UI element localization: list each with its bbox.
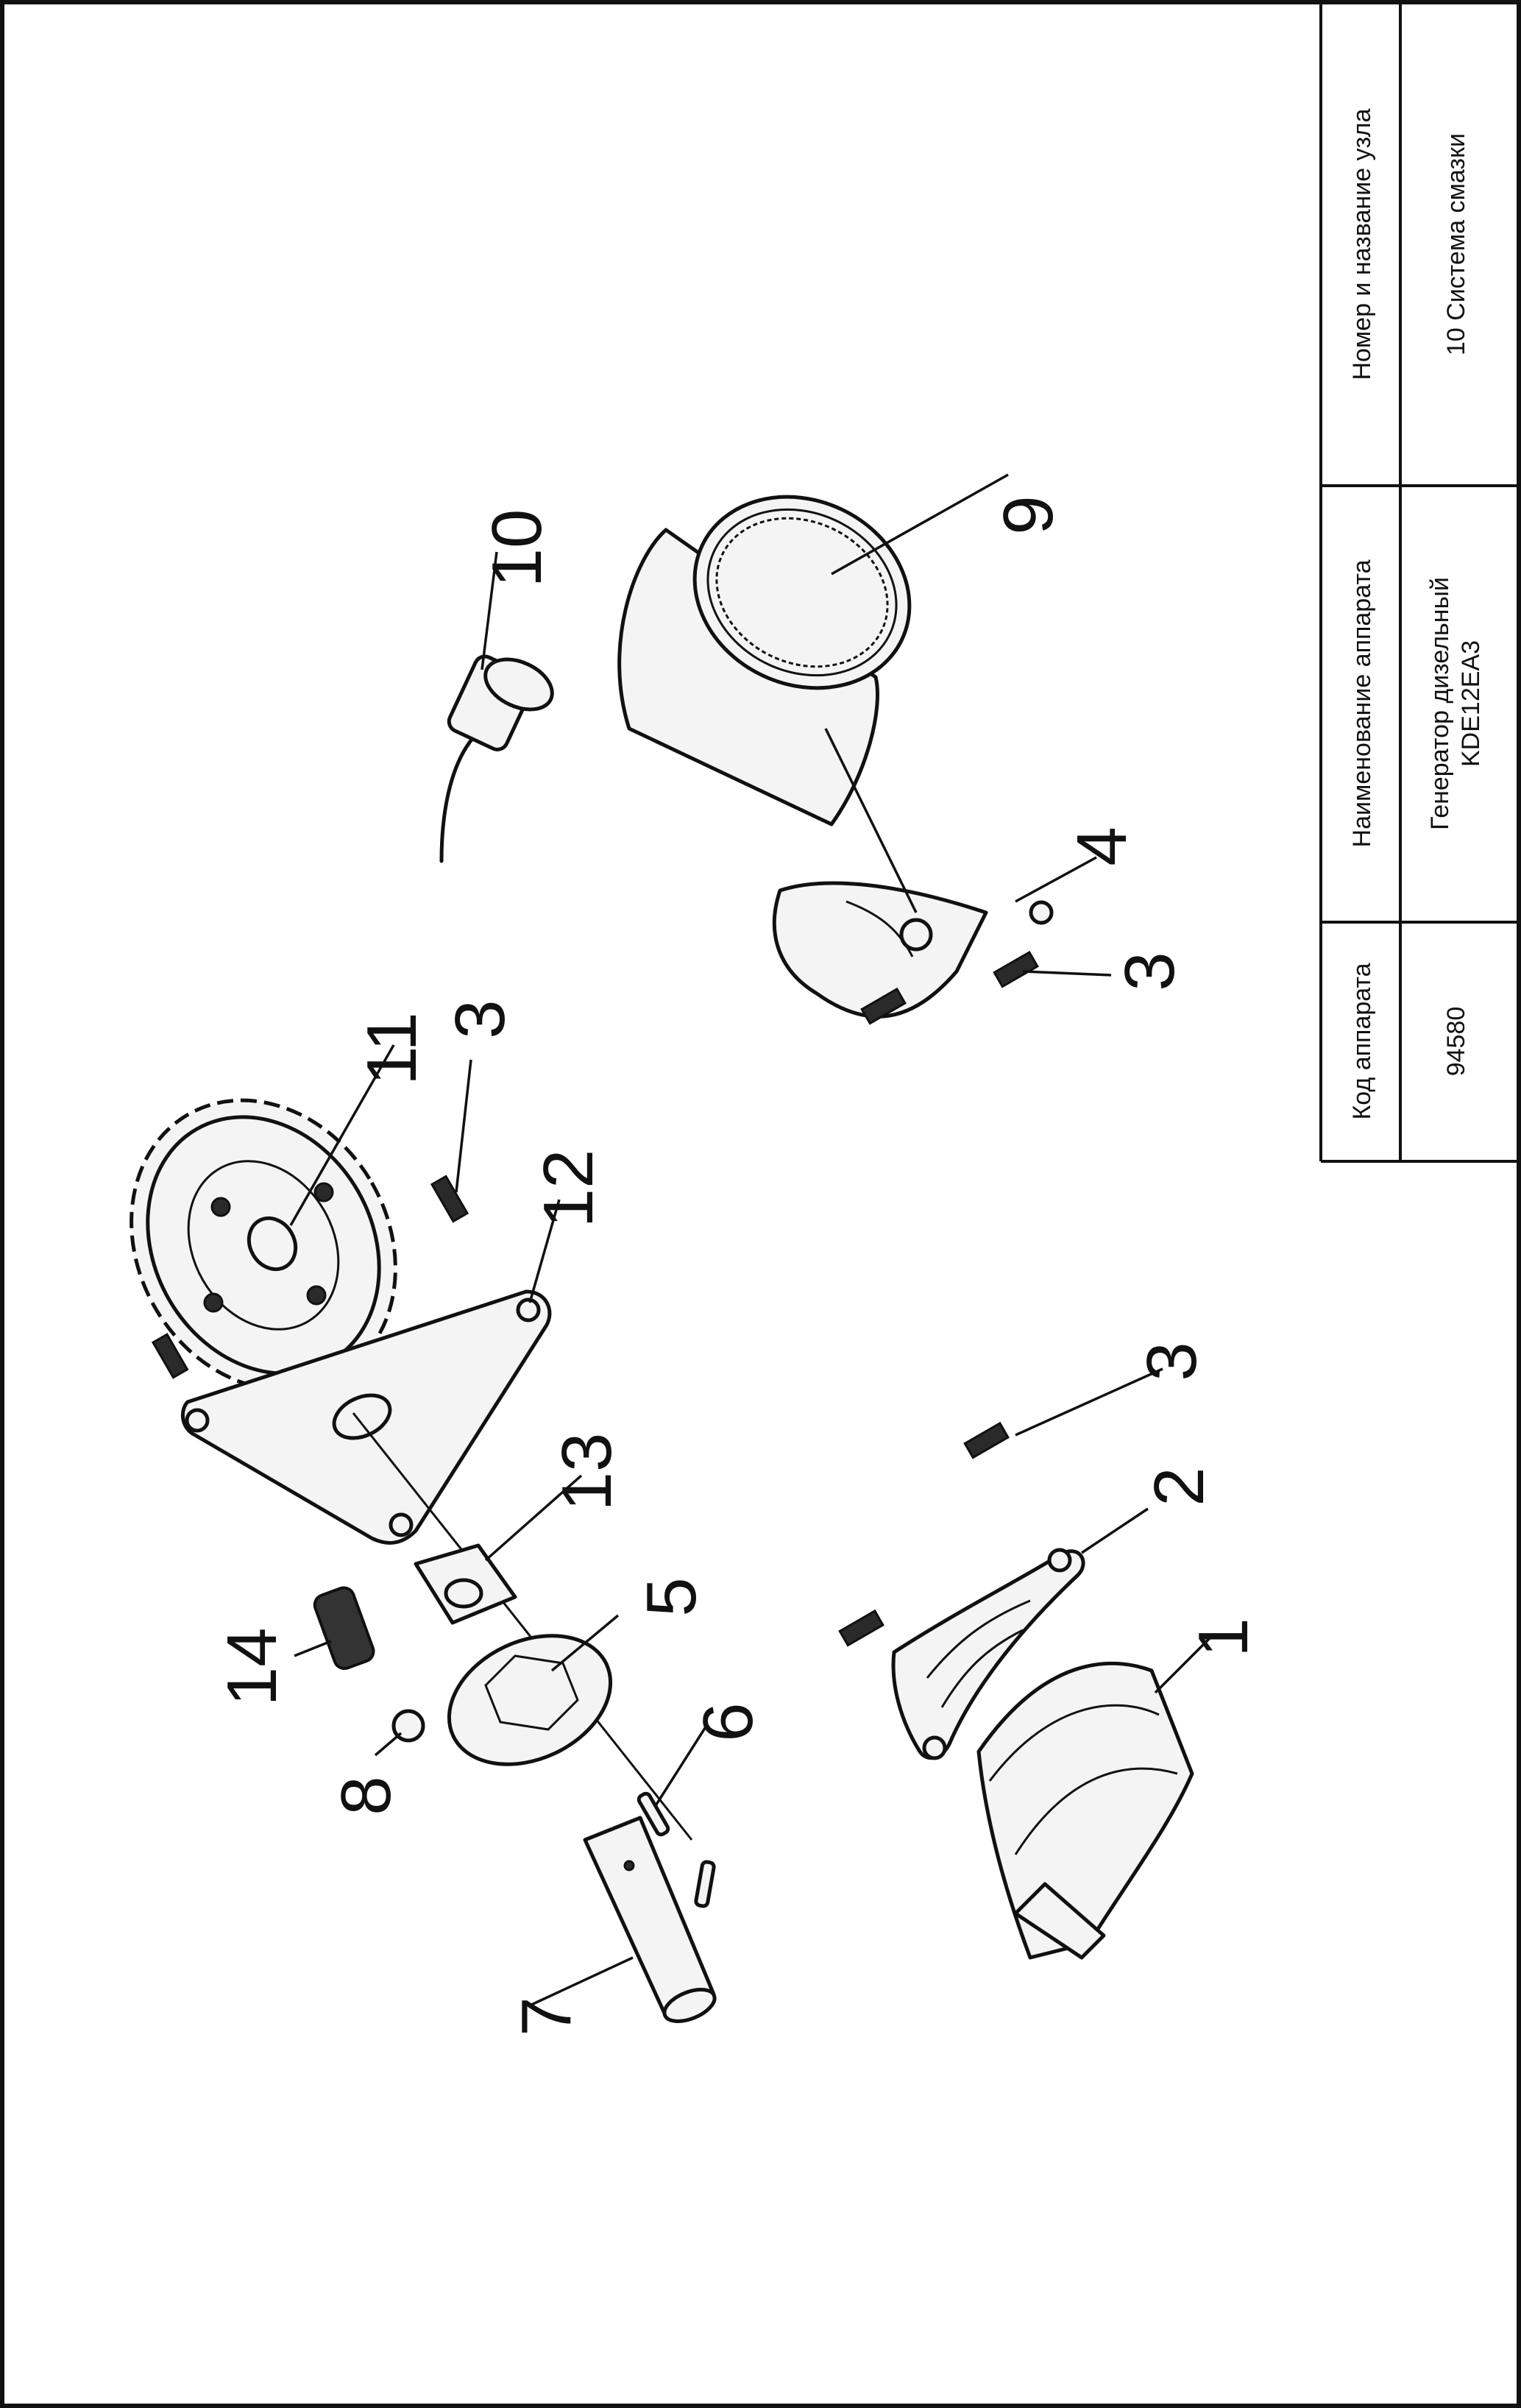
value-device-code: 94580 [1442, 1007, 1470, 1077]
part-3-screw-upper [430, 1175, 469, 1223]
part-1-oil-strainer [976, 1661, 1194, 1960]
part-screw-gear-left [151, 1333, 189, 1379]
part-3-screw-lower [963, 1421, 1010, 1459]
part-2-strainer-bracket [891, 1548, 1085, 1760]
callout-5: 9 [989, 495, 1068, 534]
callout-11: 6 [689, 1702, 767, 1741]
callout-4: 4 [1063, 826, 1141, 865]
callout-labels: 9 4 3 10 11 3 12 13 5 6 7 8 14 3 2 1 [213, 495, 1263, 2036]
callout-14: 14 [213, 1628, 291, 1707]
part-3-screw-filter-right [993, 950, 1039, 988]
callout-3-upper: 3 [441, 999, 520, 1038]
callout-7: 11 [352, 1012, 431, 1086]
part-7-pump-gear [130, 1098, 397, 1392]
part-8-pump-cover-plate [180, 1289, 552, 1545]
part-3-screw-filter-left [860, 987, 907, 1025]
part-9-inner-rotor [414, 1543, 517, 1625]
callout-8: 12 [529, 1150, 608, 1228]
part-12-pump-shaft [583, 1816, 717, 2023]
part-4-filter-bracket [772, 881, 1054, 1019]
callout-9: 13 [547, 1433, 626, 1512]
title-block: Номер и название узла 10 Система смазки … [1319, 2, 1519, 1163]
part-6-pressure-sensor [439, 654, 554, 863]
value-device-name-line2: KDE12EA3 [1457, 640, 1485, 767]
pump-assembly-axis [352, 1412, 693, 1841]
callout-6: 10 [478, 509, 556, 588]
part-11-pin [637, 1791, 716, 1908]
callout-3-lower: 3 [1132, 1342, 1211, 1381]
callout-2: 2 [1140, 1467, 1219, 1506]
part-10-outer-rotor [447, 1634, 613, 1766]
header-device-name: Наименование аппарата [1348, 559, 1376, 847]
callout-13: 8 [327, 1776, 405, 1815]
leader-lines [289, 473, 1212, 2007]
value-device-name-line1: Генератор дизельный [1426, 577, 1454, 830]
callout-1: 1 [1184, 1618, 1263, 1657]
header-device-code: Код аппарата [1348, 963, 1376, 1119]
callout-3-filter: 3 [1110, 952, 1189, 991]
value-unit: 10 Система смазки [1442, 133, 1470, 355]
callout-10: 5 [632, 1577, 711, 1616]
header-unit: Номер и название узла [1348, 108, 1376, 380]
part-screw-bracket-left [838, 1609, 884, 1647]
part-5-oil-filter [617, 495, 912, 826]
part-14-spring [313, 1586, 375, 1671]
callout-12: 7 [507, 1997, 586, 2036]
